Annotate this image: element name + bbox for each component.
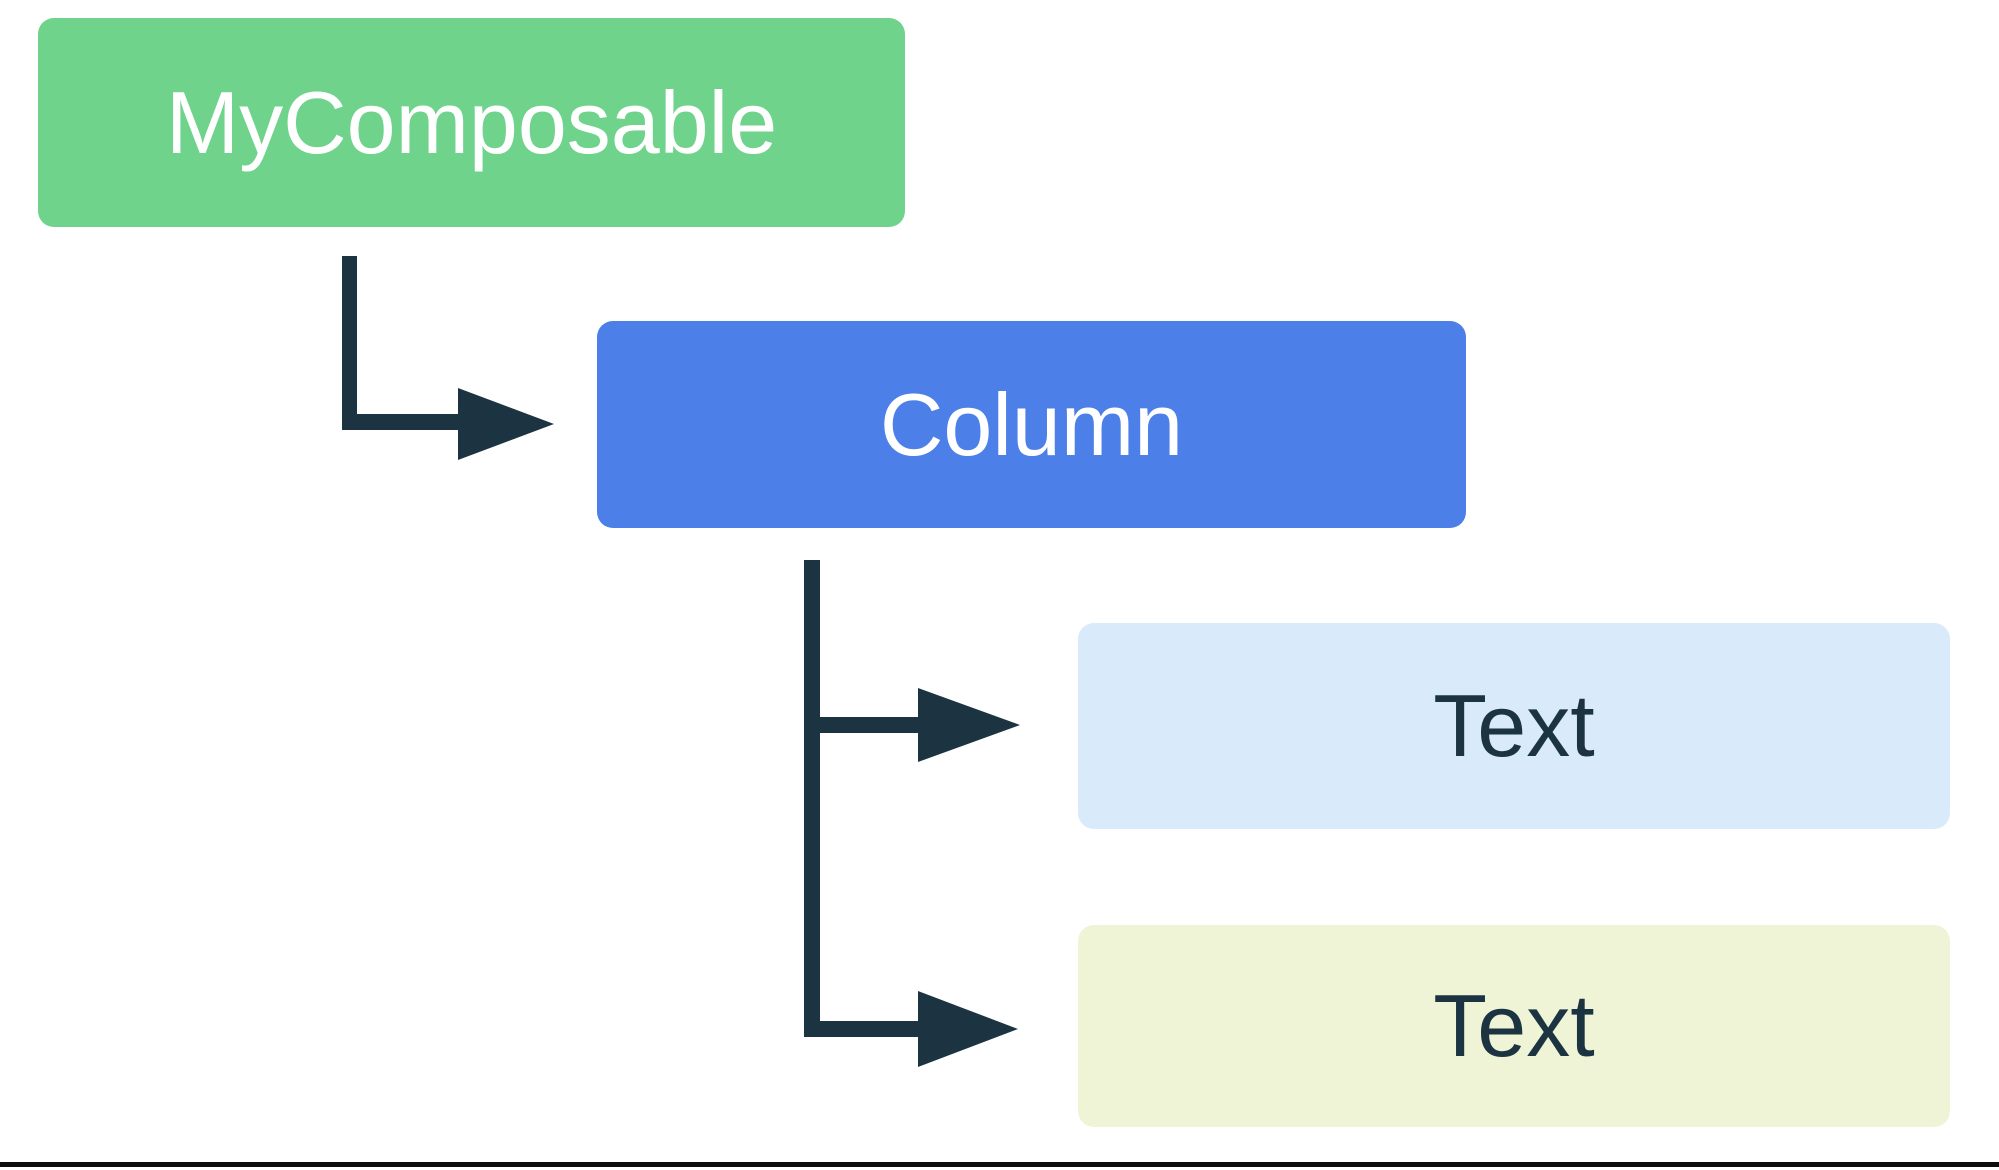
node-text-first: Text <box>1078 623 1950 829</box>
node-column: Column <box>597 321 1466 528</box>
arrow-column-to-text2-icon <box>804 991 1018 1067</box>
arrow-root-to-column-icon <box>342 256 554 460</box>
arrow-column-trunk-icon <box>804 560 820 1037</box>
node-column-label: Column <box>879 374 1184 474</box>
node-mycomposable: MyComposable <box>38 18 905 227</box>
node-mycomposable-label: MyComposable <box>165 72 778 172</box>
bottom-border-line <box>0 1162 1999 1167</box>
node-text-second-label: Text <box>1433 976 1595 1075</box>
arrow-column-to-text1-icon <box>804 688 1020 762</box>
node-text-first-label: Text <box>1433 676 1595 775</box>
node-text-second: Text <box>1078 925 1950 1127</box>
